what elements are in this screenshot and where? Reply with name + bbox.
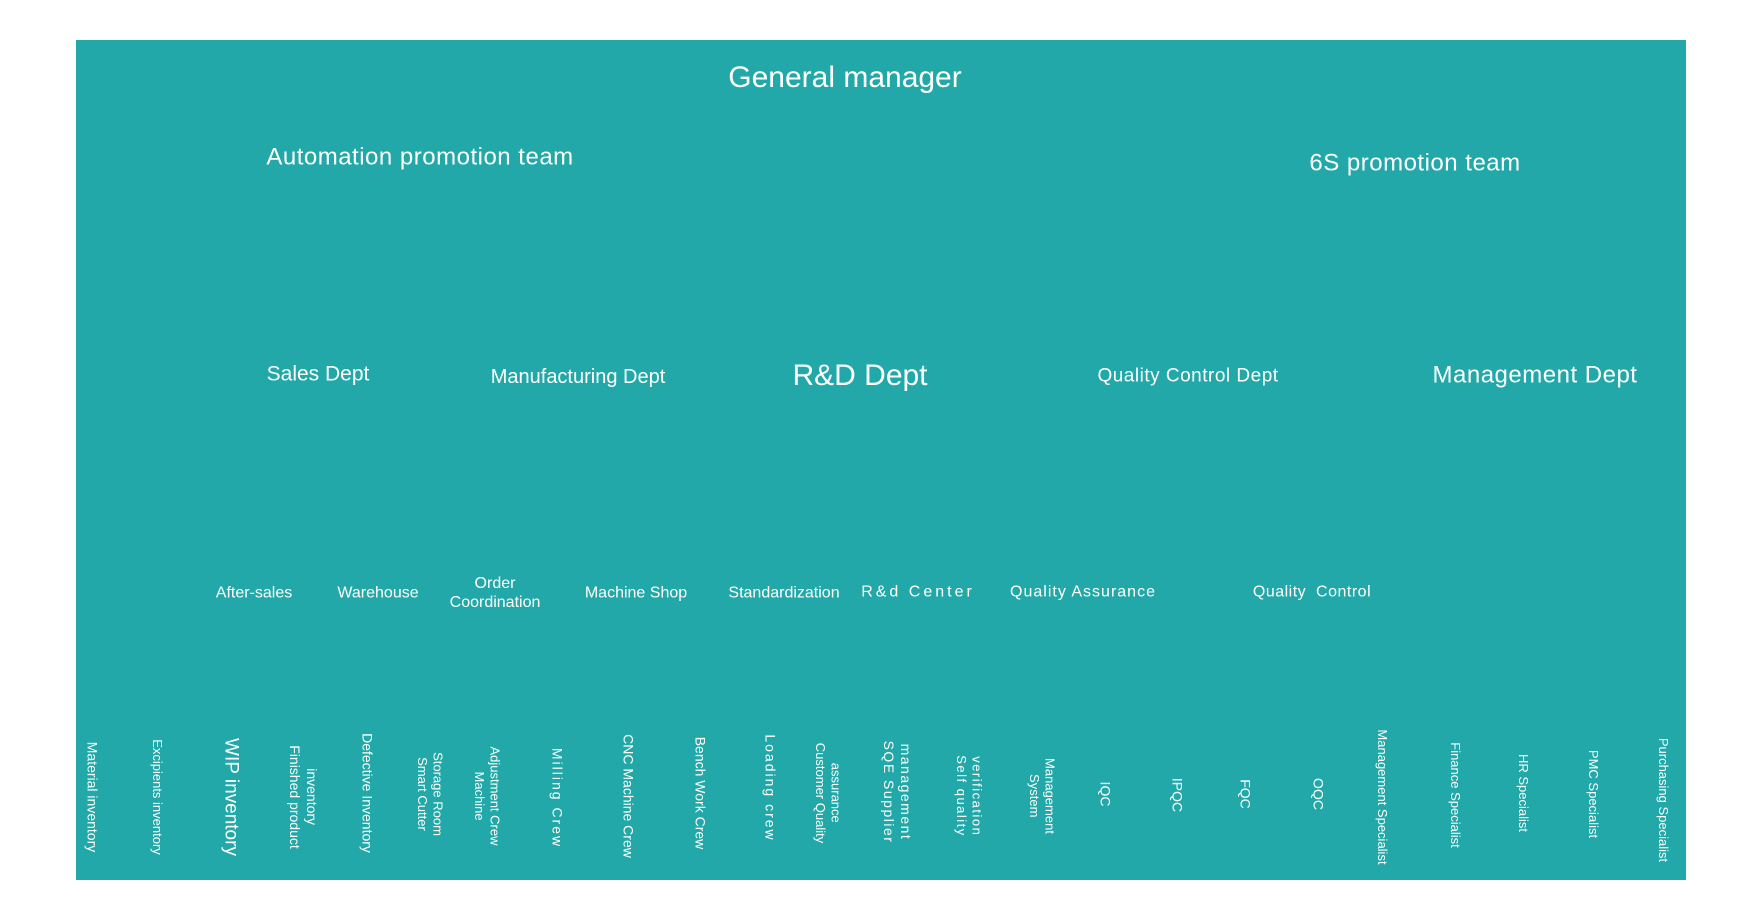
unit-cnc-machine-crew: CNC Machine Crew [620, 734, 637, 858]
unit-customer-quality-assurance: Customer Quality assurance [813, 742, 844, 844]
section-warehouse: Warehouse [337, 584, 419, 602]
node-6s-promotion-team: 6S promotion team [1309, 149, 1521, 177]
unit-fqc: FQC [1237, 779, 1254, 809]
unit-material-inventory: Material inventory [84, 741, 101, 853]
node-automation-promotion-team: Automation promotion team [266, 143, 574, 171]
dept-sales: Sales Dept [266, 362, 370, 386]
unit-loading-crew: Loading crew [762, 734, 779, 842]
unit-bench-work-crew: Bench Work Crew [692, 736, 709, 850]
dept-management: Management Dept [1432, 361, 1638, 389]
unit-pmc-specialist: PMC Specialist [1585, 749, 1601, 839]
section-quality-assurance: Quality Assurance [1010, 583, 1156, 601]
unit-finance-specialist: Finance Specialist [1447, 742, 1463, 848]
section-order-coordination: Order Coordination [449, 574, 541, 611]
unit-ipqc: IPQC [1169, 777, 1186, 813]
unit-machine-adjustment-crew: Machine Adjustment Crew [472, 746, 503, 846]
section-machine-shop: Machine Shop [584, 584, 688, 602]
unit-system-management: System Management [1027, 758, 1058, 834]
unit-defective-inventory: Defective Inventory [359, 733, 376, 853]
unit-wip-inventory: WIP inventory [220, 738, 242, 856]
section-rnd-center: R&d Center [861, 583, 975, 601]
unit-oqc: OQC [1310, 778, 1327, 810]
unit-management-specialist: Management Specialist [1374, 729, 1390, 865]
unit-hr-specialist: HR Specialist [1515, 753, 1531, 833]
org-chart-panel [76, 40, 1686, 880]
unit-finished-product-inventory: Finished product inventory [287, 745, 320, 849]
section-standardization: Standardization [728, 584, 840, 602]
unit-self-quality-verification: Self quality verification [954, 755, 985, 837]
unit-excipients-inventory: Excipients inventory [149, 739, 165, 855]
unit-purchasing-specialist: Purchasing Specialist [1655, 737, 1671, 863]
dept-quality-control: Quality Control Dept [1097, 365, 1279, 387]
unit-milling-crew: Milling Crew [549, 747, 566, 849]
section-quality-control: Quality Control [1252, 583, 1372, 601]
unit-smart-cutter-storage-room: Smart Cutter Storage Room [415, 752, 446, 836]
section-after-sales: After-sales [215, 584, 293, 602]
dept-rnd: R&D Dept [792, 359, 928, 392]
unit-sqe-supplier-management: SQE Supplier management [881, 740, 914, 844]
unit-iqc: IQC [1097, 781, 1114, 807]
dept-manufacturing: Manufacturing Dept [490, 366, 666, 388]
node-general-manager: General manager [728, 61, 962, 94]
